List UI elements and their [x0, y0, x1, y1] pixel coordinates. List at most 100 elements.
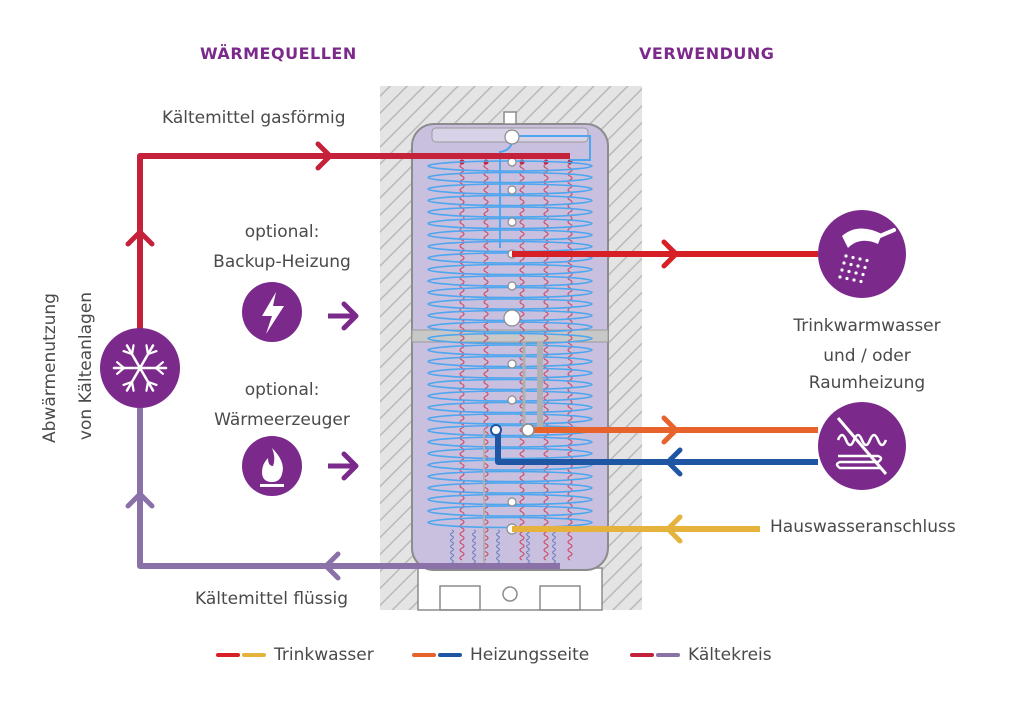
label-heat-generator: Wärmeerzeuger: [214, 410, 350, 430]
heat-exchanger-coil: [427, 263, 593, 276]
heating-coil-wave: [552, 529, 556, 567]
legend-item-refrigerant-circuit: Kältekreis: [630, 641, 772, 669]
heat-exchanger-coil: [427, 482, 593, 494]
heating-coil-wave: [526, 529, 530, 567]
sensor-port: [507, 157, 517, 167]
legend-swatch-a: [216, 653, 240, 657]
shower-drop: [851, 255, 855, 260]
shower-drop: [861, 272, 865, 277]
legend-swatch-a: [630, 653, 654, 657]
flow-port: [521, 423, 535, 437]
snowflake-branch: [154, 366, 164, 375]
heat-exchanger-coil: [427, 194, 593, 207]
pipes: [125, 141, 818, 581]
label-waste-heat-line2: von Kälteanlagen: [76, 291, 96, 441]
flow-arrow: [665, 447, 683, 477]
heat-exchanger-coil: [427, 344, 593, 356]
snowflake-branch: [130, 380, 135, 392]
shower-drop: [858, 257, 862, 261]
heat-exchanger-coil: [427, 298, 593, 310]
label-refrigerant-gas: Kältemittel gasförmig: [162, 108, 346, 128]
snowflake-branch: [130, 344, 135, 356]
flow-arrow: [661, 239, 679, 269]
refrigerant-liquid-pipe: [137, 408, 560, 569]
flame-base: [260, 484, 284, 487]
legend-label: Heizungsseite: [470, 645, 590, 665]
heating-return-pipe: [495, 430, 818, 465]
legend-swatch-b: [438, 653, 462, 657]
snowflake-arm: [125, 366, 142, 392]
shower-drop: [865, 258, 869, 263]
shower-drop: [854, 271, 858, 275]
legend-swatch-a: [412, 653, 436, 657]
heat-exchanger-coil: [427, 447, 593, 460]
shower-icon: [818, 210, 906, 298]
shower-drop: [849, 262, 853, 267]
base-foot-left: [439, 585, 481, 611]
snowflake-branch: [145, 380, 150, 392]
heating-wave: [836, 433, 888, 447]
snowflake-branch: [154, 361, 164, 370]
flow-arrow: [315, 141, 333, 171]
flow-arrow: [323, 551, 341, 581]
shower-drop: [863, 265, 867, 270]
shower-drop: [847, 269, 851, 274]
icon-bg: [818, 210, 906, 298]
flow-arrow: [125, 491, 155, 509]
icons: [100, 210, 906, 496]
snowflake-branch: [146, 380, 158, 387]
heat-exchanger-coil: [427, 171, 593, 184]
legend-item-drinking-water: Trinkwasser: [216, 641, 374, 669]
header-usage: VERWENDUNG: [639, 44, 775, 63]
flow-arrow: [125, 229, 155, 247]
heat-exchanger-coil: [427, 229, 593, 241]
flow-arrow: [341, 301, 359, 331]
tank-top-nozzle: [503, 111, 517, 125]
shower-drop: [859, 279, 863, 284]
shower-drop: [842, 261, 846, 265]
shower-drop: [852, 278, 856, 282]
shower-handle: [878, 228, 896, 238]
heating-coil-wave: [450, 529, 454, 567]
sensor-port: [503, 309, 521, 327]
sensor-port: [507, 217, 517, 227]
shower-drop: [844, 254, 848, 258]
heat-exchanger-coil: [427, 470, 593, 483]
snowflake-arm: [138, 344, 155, 370]
heat-exchanger-coil: [427, 378, 593, 391]
heat-exchanger-coil: [427, 332, 593, 345]
shower-drop: [840, 268, 844, 272]
heat-exchanger-coil: [427, 206, 593, 218]
label-use-line2: und / oder: [823, 346, 911, 366]
label-use-line1: Trinkwarmwasser: [793, 316, 941, 336]
sensor-port: [507, 395, 517, 405]
label-use-line3: Raumheizung: [808, 373, 926, 393]
strike-line: [836, 417, 888, 475]
lightning-bolt: [262, 292, 284, 334]
sensor-port: [504, 129, 520, 145]
shower-head: [842, 228, 882, 248]
snowflake-arm: [138, 366, 155, 392]
sensor-port: [507, 185, 517, 195]
label-backup-heating: Backup-Heizung: [213, 252, 351, 272]
heat-exchanger-coil: [427, 436, 593, 448]
legend-item-heating-side: Heizungsseite: [412, 641, 589, 669]
snowflake-branch: [116, 361, 126, 370]
legend-swatch-b: [242, 653, 266, 657]
header-heat-sources: WÄRMEQUELLEN: [200, 44, 357, 63]
sensor-port: [507, 497, 517, 507]
snowflake-branch: [145, 344, 150, 356]
flow-arrow: [341, 451, 359, 481]
snowflake-arm: [125, 344, 142, 370]
return-port: [490, 424, 502, 436]
label-generator-optional: optional:: [244, 380, 320, 400]
sensor-port: [507, 359, 517, 369]
base-port: [502, 586, 518, 602]
heat-exchanger-coil: [427, 413, 593, 425]
label-backup-optional: optional:: [244, 222, 320, 242]
floor-heating-icon: [818, 402, 906, 490]
flame-icon: [242, 436, 302, 496]
flame-shape: [262, 448, 283, 482]
